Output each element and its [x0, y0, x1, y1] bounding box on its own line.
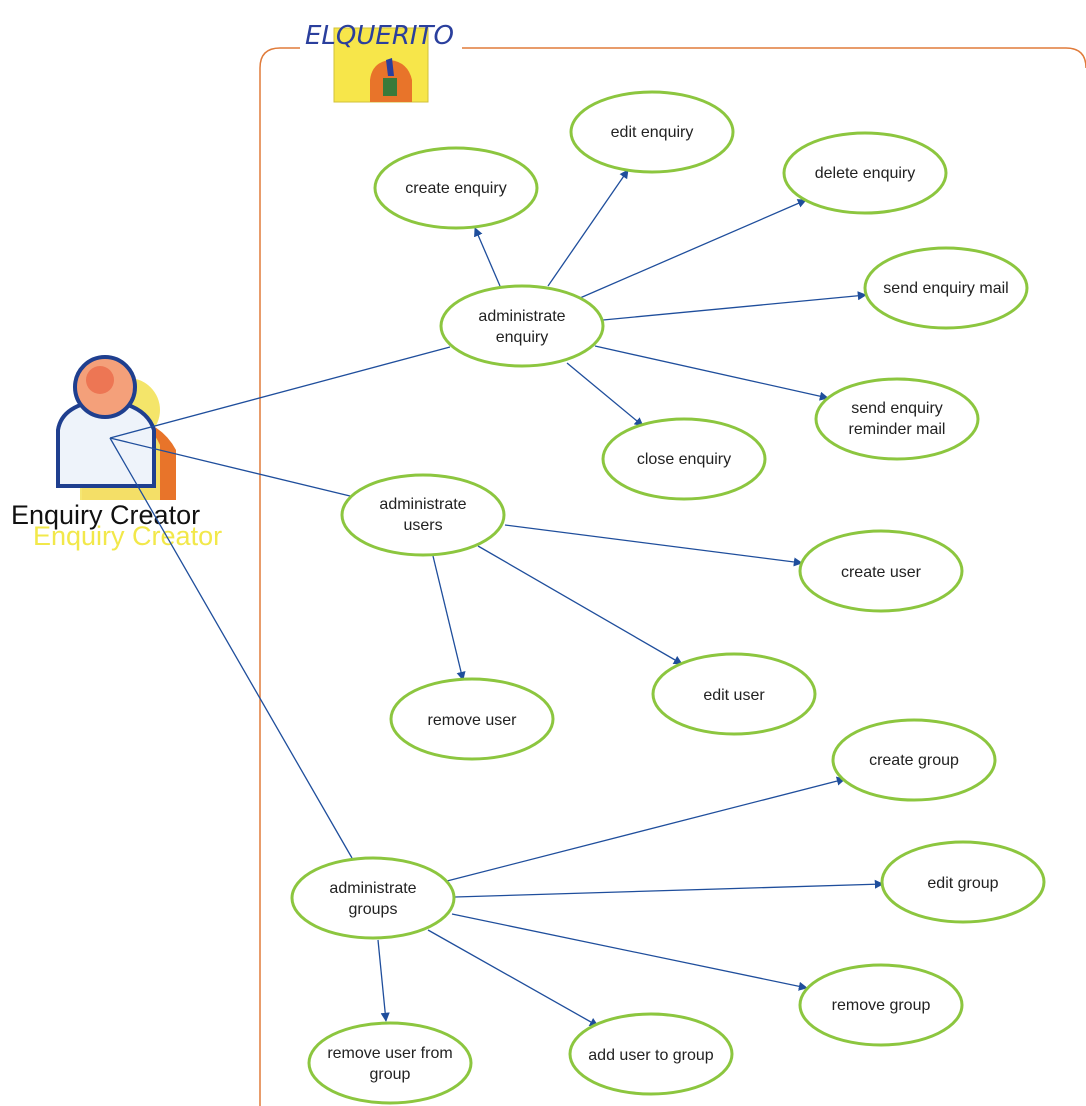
use-case-administrate-enquiry[interactable]: administrate enquiry: [439, 284, 605, 368]
use-case-label: administrate: [329, 880, 416, 897]
use-case-label: delete enquiry: [815, 165, 916, 182]
actor-name-shadow: Enquiry Creator: [33, 521, 222, 551]
use-case-create-user[interactable]: create user: [798, 529, 964, 613]
use-case-label: users: [403, 517, 442, 534]
use-case-administrate-users[interactable]: administrate users: [340, 473, 506, 557]
use-case-create-enquiry[interactable]: create enquiry: [373, 146, 539, 230]
use-case-add-user-to-group[interactable]: add user to group: [568, 1012, 734, 1096]
use-case-remove-user-from-group[interactable]: remove user from group: [307, 1021, 473, 1105]
use-case-label: remove group: [832, 997, 931, 1014]
use-case-label: group: [370, 1066, 411, 1083]
include-arrows: [377, 169, 884, 1027]
use-case-send-enquiry-mail[interactable]: send enquiry mail: [863, 246, 1029, 330]
elquerito-logo: ELQUERITO: [305, 21, 454, 103]
use-case-close-enquiry[interactable]: close enquiry: [601, 417, 767, 501]
use-case-label: add user to group: [588, 1047, 714, 1064]
use-case-delete-enquiry[interactable]: delete enquiry: [782, 131, 948, 215]
use-case-label: administrate: [478, 308, 565, 325]
actor-icon: [56, 355, 176, 500]
use-case-label: reminder mail: [849, 421, 946, 438]
use-case-edit-user[interactable]: edit user: [651, 652, 817, 736]
use-case-edit-enquiry[interactable]: edit enquiry: [569, 90, 735, 174]
use-case-label: enquiry: [496, 329, 548, 346]
use-case-label: create enquiry: [405, 180, 506, 197]
use-case-label: remove user from: [327, 1045, 452, 1062]
use-case-remove-user[interactable]: remove user: [389, 677, 555, 761]
use-case-administrate-groups[interactable]: administrate groups: [290, 856, 456, 940]
use-case-remove-group[interactable]: remove group: [798, 963, 964, 1047]
use-case-label: edit group: [927, 875, 998, 892]
use-case-label: close enquiry: [637, 451, 731, 468]
actor-connectors: [109, 346, 451, 859]
logo-text: ELQUERITO: [305, 21, 454, 51]
use-case-label: edit user: [703, 687, 765, 704]
use-case-label: send enquiry mail: [883, 280, 1008, 297]
use-case-create-group[interactable]: create group: [831, 718, 997, 802]
use-case-label: edit enquiry: [611, 124, 694, 141]
use-case-label: groups: [349, 901, 398, 918]
use-case-send-enquiry-reminder-mail[interactable]: send enquiry reminder mail: [814, 377, 980, 461]
use-case-label: create user: [841, 564, 922, 581]
use-case-label: remove user: [428, 712, 518, 729]
actor-name: Enquiry Creator: [11, 500, 200, 530]
use-case-label: send enquiry: [851, 400, 943, 417]
use-case-label: create group: [869, 752, 959, 769]
use-case-edit-group[interactable]: edit group: [880, 840, 1046, 924]
use-case-label: administrate: [379, 496, 466, 513]
